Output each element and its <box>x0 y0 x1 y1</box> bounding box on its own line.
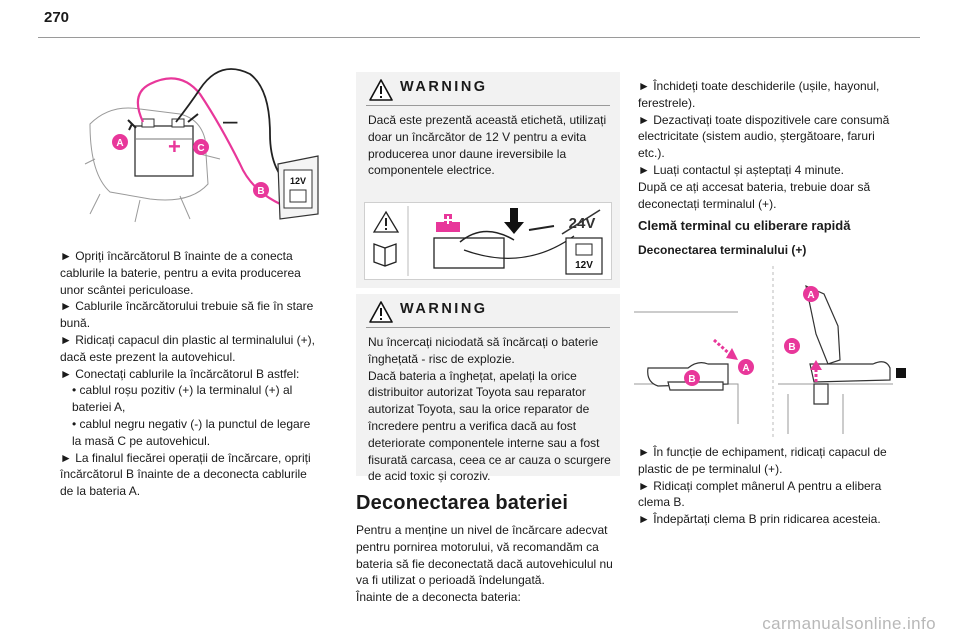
instruction-line: ► Cablurile încărcătorului trebuie să fi… <box>60 299 314 314</box>
instruction-line: ► La finalul fiecărei operații de încărc… <box>60 450 311 465</box>
svg-text:A: A <box>116 138 123 149</box>
instruction-line: ► Conectați cablurile la încărcătorul B … <box>60 366 300 381</box>
release-steps: ► În funcție de echipament, ridicați cap… <box>638 444 908 528</box>
warning-line: Nu încercați niciodată să încărcați o ba… <box>368 335 599 349</box>
instruction-line: ► Opriți încărcătorul B înainte de a con… <box>60 249 293 263</box>
warning-divider <box>366 327 610 328</box>
charger-connection-illustration: + – A C B 12V <box>84 68 319 223</box>
warning-divider <box>366 105 610 106</box>
svg-text:A: A <box>807 290 814 301</box>
charger-icon: 12V <box>277 155 319 220</box>
quick-release-terminal-illustration: B A A B <box>634 266 906 440</box>
warning-title: WARNING <box>400 301 488 317</box>
step-line: ► Îndepărtați clema B prin ridicarea ace… <box>638 512 881 527</box>
step-line: clema B. <box>638 495 685 510</box>
svg-text:A: A <box>742 363 749 374</box>
subsection-subheading: Deconectarea terminalului (+) <box>638 243 807 257</box>
svg-text:B: B <box>257 186 264 197</box>
step-line: După ce ați accesat bateria, trebuie doa… <box>638 179 871 194</box>
svg-text:24V: 24V <box>569 215 596 232</box>
step-line: ► Închideți toate deschiderile (ușile, h… <box>638 79 880 93</box>
section-line: Înainte de a deconecta bateria: <box>356 590 521 605</box>
warning-line: încredere pentru a verifica dacă au fost <box>368 418 577 433</box>
step-line: ► Dezactivați toate dispozitivele care c… <box>638 112 890 127</box>
instruction-line: bateriei A, <box>72 400 126 415</box>
step-line: deconectați terminalul (+). <box>638 196 777 211</box>
warning-title: WARNING <box>400 79 488 95</box>
instruction-line: bună. <box>60 316 91 331</box>
svg-text:12V: 12V <box>575 260 593 271</box>
instruction-line: ► Ridicați capacul din plastic al termin… <box>60 332 315 347</box>
step-line: plastic de pe terminalul (+). <box>638 461 783 476</box>
instruction-line: dacă este prezent la autovehicul. <box>60 349 236 364</box>
warning-line: doar un încărcător de 12 V pentru a evit… <box>368 129 587 144</box>
step-line: ferestrele). <box>638 95 696 110</box>
subsection-heading: Clemă terminal cu eliberare rapidă <box>638 218 851 233</box>
page-number: 270 <box>44 9 70 26</box>
warning-line: deteriorate componentele interne sau a f… <box>368 435 600 450</box>
instruction-line: de la bateria A. <box>60 484 141 499</box>
instruction-line: la masă C pe autovehicul. <box>72 433 211 448</box>
section-line: bateria să fie deconectată dacă autovehi… <box>356 556 613 571</box>
svg-text:12V: 12V <box>290 176 306 186</box>
section-line: va fi utilizat o perioadă îndelungată. <box>356 573 545 588</box>
12v-label-illustration: 24V 12V <box>364 202 612 280</box>
warning-line: Dacă este prezentă această etichetă, uti… <box>368 113 607 127</box>
svg-text:+: + <box>168 134 181 159</box>
svg-text:–: – <box>223 105 238 135</box>
section-line: Pentru a menține un nivel de încărcare a… <box>356 523 608 537</box>
step-line: electricitate (sistem audio, ștergătoare… <box>638 129 875 144</box>
warning-box-12v: WARNING Dacă este prezentă această etich… <box>356 72 620 288</box>
step-line: ► Luați contactul și așteptați 4 minute. <box>638 162 844 177</box>
warning-line: distribuitor autorizat Toyota sau repara… <box>368 385 586 400</box>
section-line: pentru pornirea motorului, vă recomandăm… <box>356 539 599 554</box>
svg-text:B: B <box>788 342 795 353</box>
warning-triangle-icon <box>369 79 393 101</box>
preparation-steps: ► Închideți toate deschiderile (ușile, h… <box>638 78 908 212</box>
warning-line: producerea unor daune ireversibile la <box>368 146 567 161</box>
svg-text:B: B <box>688 374 695 385</box>
warning-line: componentele electrice. <box>368 163 495 178</box>
warning-line: de acid toxic și coroziv. <box>368 469 491 484</box>
footer-watermark: carmanualsonline.info <box>762 614 936 633</box>
warning-line: fisurată carcasa, ceea ce ar cauza o scu… <box>368 452 611 467</box>
warning-line: Dacă bateria a înghețat, apelați la oric… <box>368 368 577 383</box>
instruction-line: cablurile la baterie, pentru a evita pro… <box>60 265 301 280</box>
manual-book-icon <box>373 243 397 267</box>
step-line: etc.). <box>638 146 665 161</box>
instruction-line: • cablul roșu pozitiv (+) la terminalul … <box>72 383 293 398</box>
warning-triangle-icon <box>369 301 393 323</box>
warning-box-frozen-battery: WARNING Nu încercați niciodată să încărc… <box>356 294 620 483</box>
section-intro: Pentru a menține un nivel de încărcare a… <box>356 522 620 606</box>
instruction-line: unor scântei periculoase. <box>60 282 194 297</box>
section-title: Deconectarea bateriei <box>356 492 569 514</box>
warning-line: înghețată - risc de explozie. <box>368 351 515 366</box>
step-line: ► Ridicați complet mânerul A pentru a el… <box>638 478 882 493</box>
svg-text:C: C <box>197 143 204 154</box>
warning-text: Dacă este prezentă această etichetă, uti… <box>368 112 614 179</box>
instruction-line: încărcătorul B înainte de a deconecta ca… <box>60 467 307 482</box>
battery-icon <box>134 118 194 177</box>
charging-instructions: ► Opriți încărcătorul B înainte de a con… <box>60 248 332 500</box>
warning-triangle-icon <box>372 210 400 233</box>
warning-text: Nu încercați niciodată să încărcați o ba… <box>368 334 614 485</box>
header-divider <box>38 37 920 38</box>
step-line: ► În funcție de echipament, ridicați cap… <box>638 445 887 459</box>
instruction-line: • cablul negru negativ (-) la punctul de… <box>72 416 311 431</box>
warning-line: autorizat Toyota, sau la orice reparator… <box>368 402 590 417</box>
